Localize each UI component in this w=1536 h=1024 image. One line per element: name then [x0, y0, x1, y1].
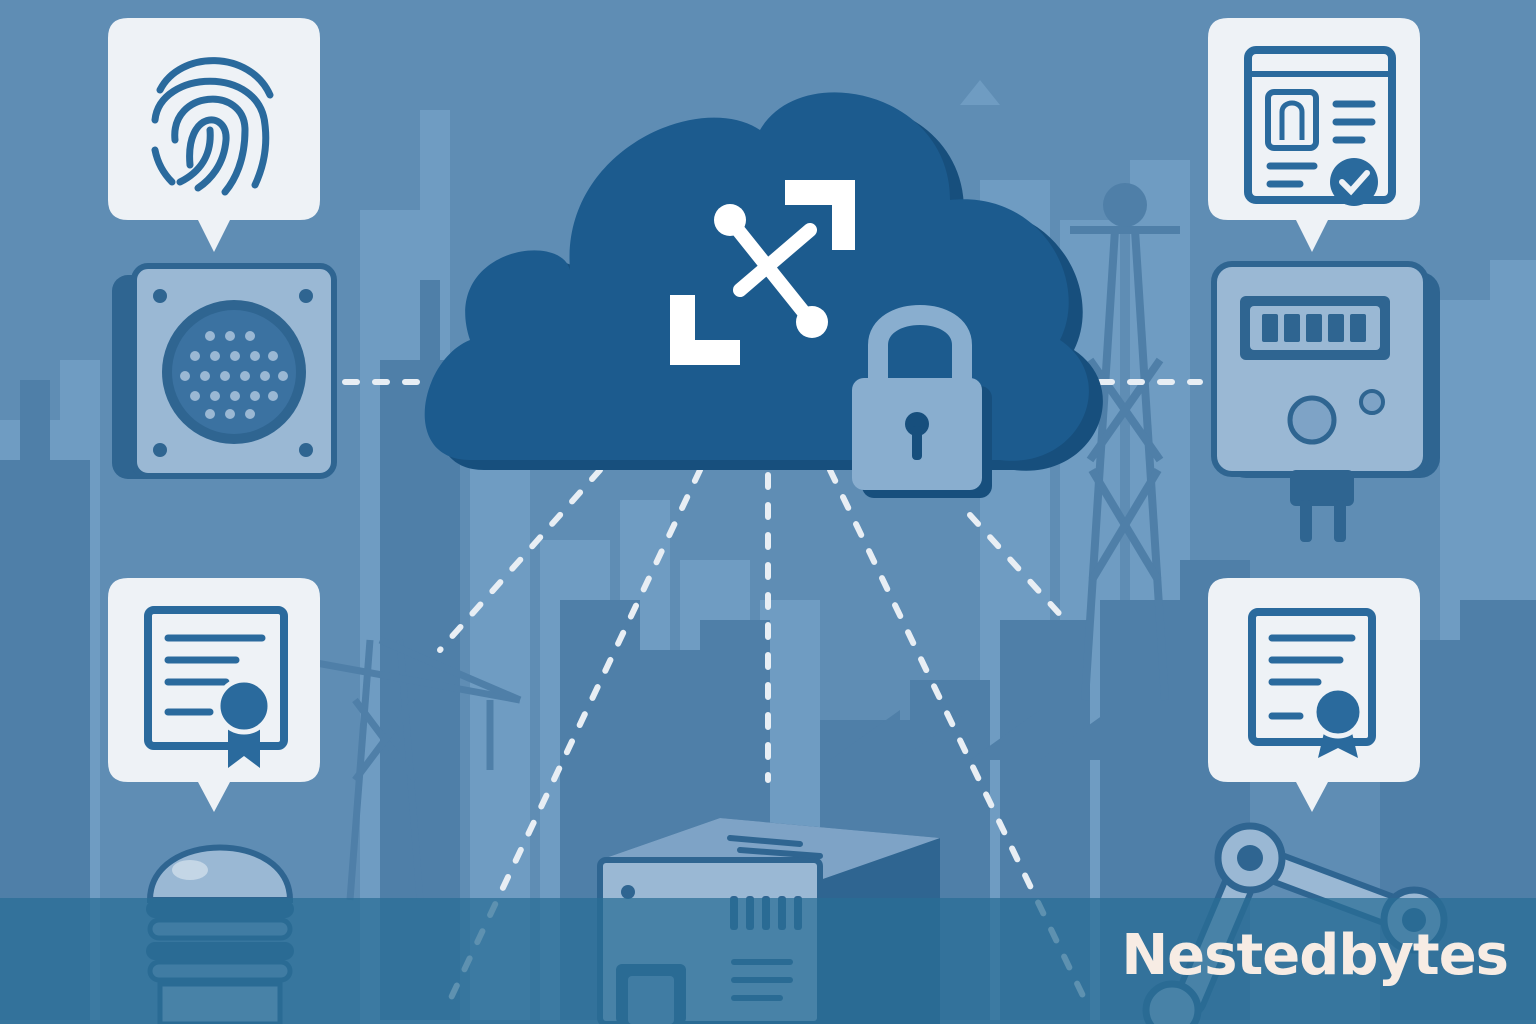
tower-right [1070, 226, 1180, 701]
certificate-icon [1248, 608, 1376, 758]
sensor-dots [180, 331, 288, 419]
crane-left [299, 636, 522, 901]
brand-name: Nestedbytes [1121, 923, 1509, 988]
certificate-card-right [1208, 578, 1420, 812]
certificate-card-left [108, 578, 320, 812]
biometric-sensor-device [112, 263, 337, 479]
smart-meter-device [1211, 261, 1440, 542]
fingerprint-card [108, 18, 320, 252]
fingerprint-icon [151, 57, 274, 196]
padlock-icon [852, 305, 992, 498]
brand-banner [0, 898, 1536, 1024]
id-document-card [1208, 18, 1420, 252]
document-with-badge-icon [144, 606, 288, 768]
id-document-check-icon [1244, 46, 1396, 206]
tower-right-top [1103, 183, 1147, 227]
